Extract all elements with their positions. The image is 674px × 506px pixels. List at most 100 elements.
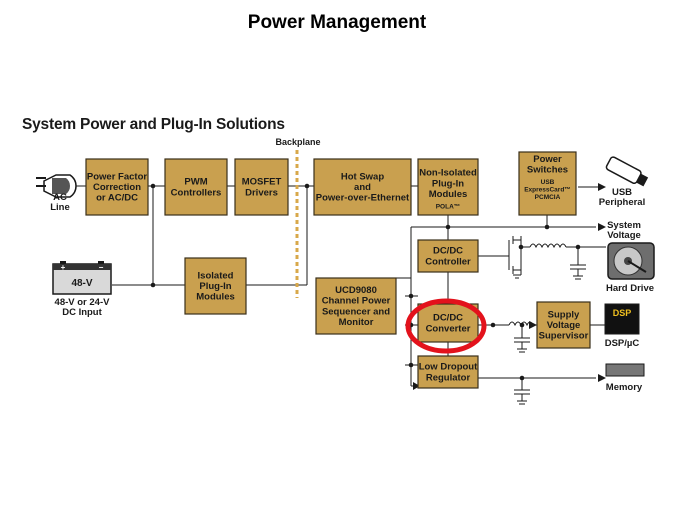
block-label-line: Power-over-Ethernet [316,193,410,204]
battery-minus: − [99,263,104,272]
hard-drive-icon [607,242,655,280]
block-label-line: Supervisor [539,331,589,342]
block-label-line: Plug-In [199,281,231,292]
arrowhead [598,374,606,382]
block-label-line: Monitor [339,317,374,328]
block-label-line: Controller [425,256,471,267]
block-sublabel-line: USB [541,179,555,186]
block-rect [85,158,149,216]
section-title: System Power and Plug-In Solutions [22,116,285,133]
block-rect [518,151,577,216]
junction-dot [304,183,310,189]
block-label-line: Plug-In [432,178,464,189]
inductor [529,243,567,249]
block-label-line: Regulator [426,372,471,383]
battery-icon [52,261,112,295]
block-rect [417,158,479,216]
block-label-line: Power Factor [87,171,147,182]
memory-label: Memory [606,382,643,393]
block-label-line: DC/DC [433,313,463,324]
block-rect [536,301,591,349]
block-label-line: Converter [426,323,471,334]
block-label-line: Controllers [171,187,222,198]
memory-icon [605,363,645,377]
block-label-line: and [354,182,371,193]
block-label-line: Isolated [198,270,234,281]
arrowhead [598,223,606,231]
junction-dot [575,244,581,250]
block-label-line: Supply [548,309,580,320]
block-rect [164,158,228,216]
block-label-line: MOSFET [242,177,282,188]
block-rect [417,303,479,343]
junction-dot [544,224,550,230]
junction-dot [490,322,496,328]
block-label-line: Sequencer and [322,306,390,317]
block-label-line: Low Dropout [419,362,478,373]
junction-dot [445,224,451,230]
arrowhead [529,321,537,329]
block-sublabel-line: POLA™ [436,204,461,211]
junction-dot [519,375,525,381]
system-voltage-label-1: System [607,220,641,231]
dc-input-label-2: DC Input [62,307,102,318]
block-label-line: Drivers [245,187,278,198]
ac-line-label-1: AC [53,192,67,203]
usb-label-1: USB [612,187,632,198]
block-label-line: Modules [196,292,235,303]
junction-dot [519,322,525,328]
highlight-ring [405,298,487,354]
battery-voltage-label: 48-V [71,278,92,289]
dsp-label: DSP/µC [605,338,640,349]
block-label-line: Modules [429,189,468,200]
page-title: Power Management [247,12,427,33]
block-label-line: DC/DC [433,246,463,257]
dc-input-label-1: 48-V or 24-V [55,297,111,308]
arrowhead [413,382,420,390]
block-rect [417,355,479,389]
junction-dot [408,362,414,368]
block-label-line: UCD9080 [335,285,377,296]
block-label-line: Power [533,154,562,165]
block-label-line: or AC/DC [96,193,138,204]
dsp-chip-icon [604,303,640,335]
junction-dot [150,183,156,189]
block-label-line: Correction [93,182,141,193]
block-rect [313,158,412,216]
block-label-line: Channel Power [322,296,391,307]
block-sublabel-line: ExpressCard™ [524,187,571,194]
block-rect [184,257,247,315]
junction-dot [518,244,524,250]
battery-plus: + [61,263,66,272]
block-sublabel-line: PCMCIA [535,194,561,201]
hard-drive-label: Hard Drive [606,283,654,294]
block-label-line: Switches [527,165,568,176]
ac-plug-icon [36,174,77,198]
junction-dot [408,293,414,299]
system-voltage-label-2: Voltage [607,230,641,241]
block-label-line: Non-Isolated [419,168,477,179]
junction-dot [150,282,156,288]
block-label-line: Hot Swap [341,171,384,182]
usb-label-2: Peripheral [599,197,645,208]
backplane-label: Backplane [275,137,320,147]
block-rect [417,239,479,273]
block-label-line: Voltage [547,320,581,331]
arrows [413,183,606,390]
junctions [150,183,581,381]
usb-stick-icon [605,156,649,187]
